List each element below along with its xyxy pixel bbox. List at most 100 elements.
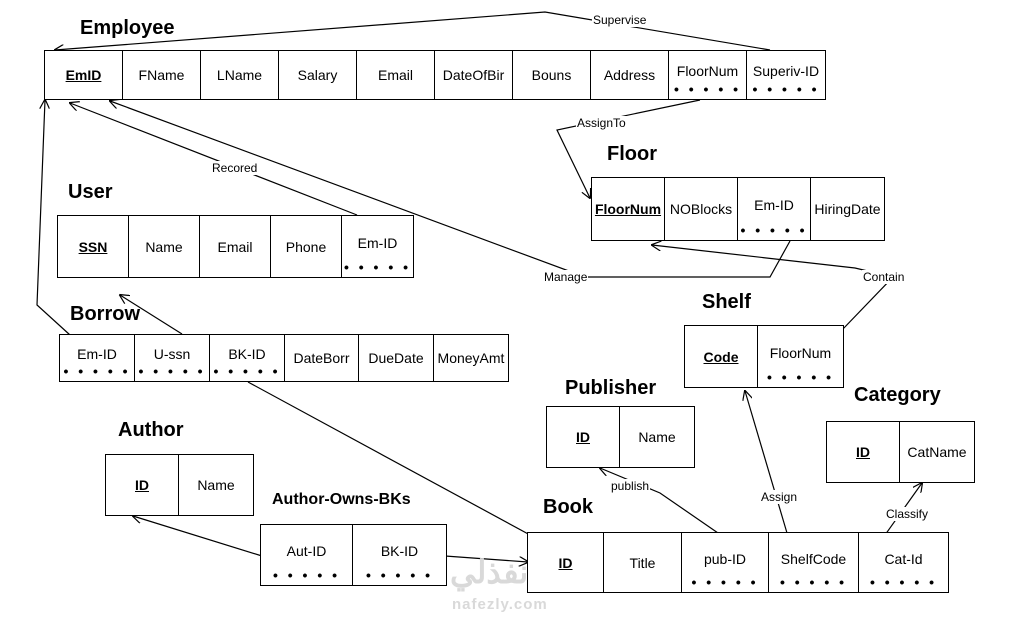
assignto-line — [556, 99, 701, 198]
book-field-cell: pub-ID • • • • • — [682, 533, 769, 592]
employee-field-cell: Email — [357, 51, 435, 99]
floor-field-cell: Em-ID• • • • • — [738, 178, 811, 240]
supervise-line — [55, 11, 771, 50]
borrow-book-line — [247, 381, 543, 542]
author-owns-bks-field-cell: BK-ID • • • • • — [353, 525, 446, 585]
floor-title: Floor — [607, 143, 657, 165]
author-owns-bks-title: Author-Owns-BKs — [272, 491, 411, 508]
employee-field-cell: DateOfBir — [435, 51, 513, 99]
field-label: Name — [638, 429, 676, 445]
author-field-cell: ID — [106, 455, 179, 515]
employee-field-cell: Bouns — [513, 51, 591, 99]
primary-key-label: ID — [576, 429, 590, 445]
field-label: NOBlocks — [669, 201, 733, 217]
foreign-key-marker: • • • • • — [752, 81, 820, 97]
owns-author-line — [133, 516, 263, 557]
rel-label-manage: Manage — [543, 270, 589, 284]
floor-field-cell: FloorNum — [592, 178, 665, 240]
field-label: Address — [603, 67, 656, 83]
primary-key-label: SSN — [78, 238, 108, 255]
rel-label-publish: publish — [610, 479, 651, 493]
category-field-cell: CatName — [900, 422, 974, 482]
field-label: HiringDate — [814, 201, 881, 217]
floor-table: FloorNum NOBlocks Em-ID• • • • •HiringDate — [591, 177, 885, 241]
user-field-cell: Em-ID• • • • • — [342, 216, 413, 277]
employee-title: Employee — [80, 17, 175, 39]
field-label: Email — [217, 238, 253, 255]
primary-key-label: ID — [135, 477, 149, 493]
field-label: DueDate — [368, 350, 424, 366]
foreign-key-label: FloorNum — [676, 63, 739, 79]
book-field-cell: Cat-Id• • • • • — [859, 533, 948, 592]
foreign-key-label: ShelfCode — [780, 550, 847, 567]
borrow-title: Borrow — [70, 303, 140, 325]
borrow-field-cell: Em-ID• • • • • — [60, 335, 135, 381]
employee-field-cell: FName — [123, 51, 201, 99]
foreign-key-label: U-ssn — [153, 346, 191, 362]
employee-field-cell: Address — [591, 51, 669, 99]
foreign-key-label: Em-ID — [357, 234, 398, 251]
rel-label-contain: Contain — [862, 270, 906, 284]
field-label: DateBorr — [293, 350, 350, 366]
book-field-cell: ShelfCode• • • • • — [769, 533, 859, 592]
foreign-key-label: BK-ID — [380, 543, 419, 559]
field-label: Bouns — [531, 67, 572, 83]
borrow-field-cell: DateBorr — [285, 335, 359, 381]
user-field-cell: Email — [200, 216, 271, 277]
borrow-employee-line — [36, 100, 71, 336]
borrow-field-cell: BK-ID• • • • • — [210, 335, 285, 381]
field-label: LName — [216, 67, 263, 83]
user-field-cell: Phone — [271, 216, 342, 277]
foreign-key-label: BK-ID — [228, 346, 266, 362]
recored-line — [70, 103, 358, 216]
field-label: MoneyAmt — [437, 350, 505, 366]
borrow-table: Em-ID• • • • •U-ssn• • • • •BK-ID• • • •… — [59, 334, 509, 382]
rel-label-supervise: Supervise — [592, 13, 648, 27]
assign-line — [745, 391, 788, 534]
user-title: User — [68, 181, 113, 203]
employee-field-cell: LName — [201, 51, 279, 99]
foreign-key-marker: • • • • • — [213, 363, 281, 379]
foreign-key-marker: • • • • • — [365, 567, 434, 583]
shelf-field-cell: Code — [685, 326, 758, 387]
borrow-field-cell: DueDate — [359, 335, 434, 381]
borrow-field-cell: U-ssn• • • • • — [135, 335, 210, 381]
shelf-table: Code FloorNum • • • • • — [684, 325, 844, 388]
primary-key-label: FloorNum — [594, 201, 662, 217]
employee-field-cell: Superiv-ID• • • • • — [747, 51, 825, 99]
foreign-key-marker: • • • • • — [766, 369, 835, 385]
rel-label-recored: Recored — [211, 161, 259, 175]
employee-field-cell: Salary — [279, 51, 357, 99]
foreign-key-marker: • • • • • — [63, 363, 131, 379]
field-label: Email — [377, 67, 413, 83]
foreign-key-label: pub-ID — [703, 550, 747, 567]
field-label: Name — [145, 238, 183, 255]
shelf-title: Shelf — [702, 291, 751, 313]
user-field-cell: SSN — [58, 216, 129, 277]
field-label: FName — [138, 67, 185, 83]
foreign-key-marker: • • • • • — [869, 574, 938, 590]
author-owns-bks-field-cell: Aut-ID• • • • • — [261, 525, 353, 585]
primary-key-label: Code — [703, 348, 739, 365]
field-label: Salary — [297, 67, 338, 83]
watermark-arabic: نفذلي — [450, 554, 529, 590]
floor-field-cell: HiringDate — [811, 178, 884, 240]
category-title: Category — [854, 384, 941, 406]
rel-label-classify: Classify — [885, 507, 930, 521]
book-title: Book — [543, 496, 593, 518]
publisher-field-cell: ID — [547, 407, 620, 467]
foreign-key-label: FloorNum — [769, 344, 832, 361]
foreign-key-marker: • • • • • — [740, 222, 808, 238]
publish-line — [600, 468, 719, 534]
author-table: ID Name — [105, 454, 254, 516]
owns-book-line — [444, 555, 528, 562]
foreign-key-label: Em-ID — [77, 346, 117, 362]
field-label: Name — [197, 477, 235, 493]
field-label: Phone — [285, 238, 327, 255]
author-title: Author — [118, 419, 184, 441]
watermark-latin: nafezly.com — [452, 596, 548, 613]
publisher-field-cell: Name — [620, 407, 694, 467]
foreign-key-marker: • • • • • — [691, 574, 759, 590]
floor-field-cell: NOBlocks — [665, 178, 738, 240]
